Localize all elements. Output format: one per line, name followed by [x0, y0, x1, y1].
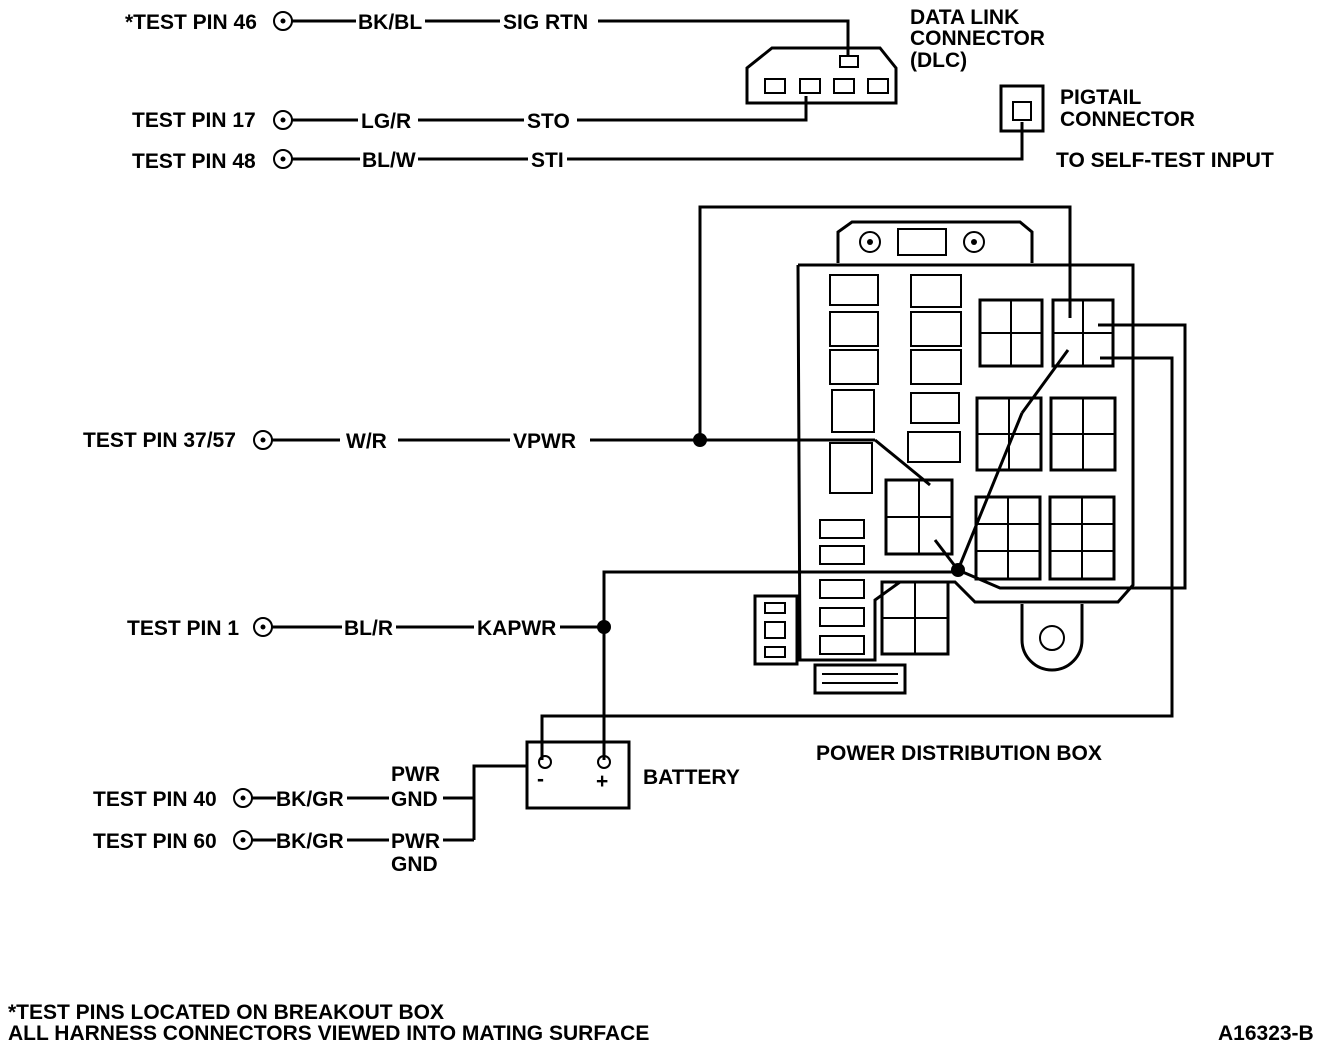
pin37-57-signal: VPWR: [513, 430, 576, 453]
pin60-label: TEST PIN 60: [93, 830, 217, 853]
pigtail-label-line1: PIGTAIL: [1060, 86, 1141, 109]
dlc-label-line1: DATA LINK: [910, 6, 1019, 29]
pin46-terminal-icon: [273, 11, 293, 31]
footnote-line2: ALL HARNESS CONNECTORS VIEWED INTO MATIN…: [8, 1022, 649, 1045]
pigtail-connector: [999, 84, 1045, 133]
pin40-label: TEST PIN 40: [93, 788, 217, 811]
dlc-label-line3: (DLC): [910, 49, 967, 72]
figure-id: A16323-B: [1218, 1022, 1314, 1045]
battery-neg-terminal: -: [537, 768, 544, 791]
data-link-connector: [745, 46, 898, 105]
battery-label: BATTERY: [643, 766, 740, 789]
pin46-signal: SIG RTN: [503, 11, 588, 34]
pin40-wire-color: BK/GR: [276, 788, 344, 811]
footnote-line1: *TEST PINS LOCATED ON BREAKOUT BOX: [8, 1001, 444, 1024]
battery: [525, 740, 631, 810]
pin48-terminal-icon: [273, 149, 293, 169]
pin17-signal: STO: [527, 110, 570, 133]
pin48-label: TEST PIN 48: [132, 150, 256, 173]
pin60-signal-line2: GND: [391, 853, 438, 876]
pin40-signal-line2: GND: [391, 788, 438, 811]
pin37-57-label: TEST PIN 37/57: [83, 429, 236, 452]
power-distribution-box: [753, 220, 1135, 695]
pin46-wire-color: BK/BL: [358, 11, 422, 34]
pin17-terminal-icon: [273, 110, 293, 130]
vpwr-splice-dot: [693, 433, 707, 447]
pin1-terminal-icon: [253, 617, 273, 637]
pin1-signal: KAPWR: [477, 617, 556, 640]
pin37-57-wire-color: W/R: [346, 430, 387, 453]
pin40-terminal-icon: [233, 788, 253, 808]
pin60-terminal-icon: [233, 830, 253, 850]
pin37-57-terminal-icon: [253, 430, 273, 450]
pigtail-label-line2: CONNECTOR: [1060, 108, 1195, 131]
dlc-label-line2: CONNECTOR: [910, 27, 1045, 50]
pin17-label: TEST PIN 17: [132, 109, 256, 132]
pin48-signal: STI: [531, 149, 564, 172]
pin1-label: TEST PIN 1: [127, 617, 239, 640]
pigtail-label-line3: TO SELF-TEST INPUT: [1056, 149, 1274, 172]
pin46-label: *TEST PIN 46: [125, 11, 257, 34]
pin40-signal-line1: PWR: [391, 763, 440, 786]
pin60-wire-color: BK/GR: [276, 830, 344, 853]
pdb-label: POWER DISTRIBUTION BOX: [816, 742, 1102, 765]
pin60-signal-line1: PWR: [391, 830, 440, 853]
kapwr-splice-dot: [597, 620, 611, 634]
pin1-wire-color: BL/R: [344, 617, 393, 640]
pin48-wire-color: BL/W: [362, 149, 416, 172]
battery-pos-terminal: +: [596, 770, 608, 793]
pin17-wire-color: LG/R: [361, 110, 411, 133]
